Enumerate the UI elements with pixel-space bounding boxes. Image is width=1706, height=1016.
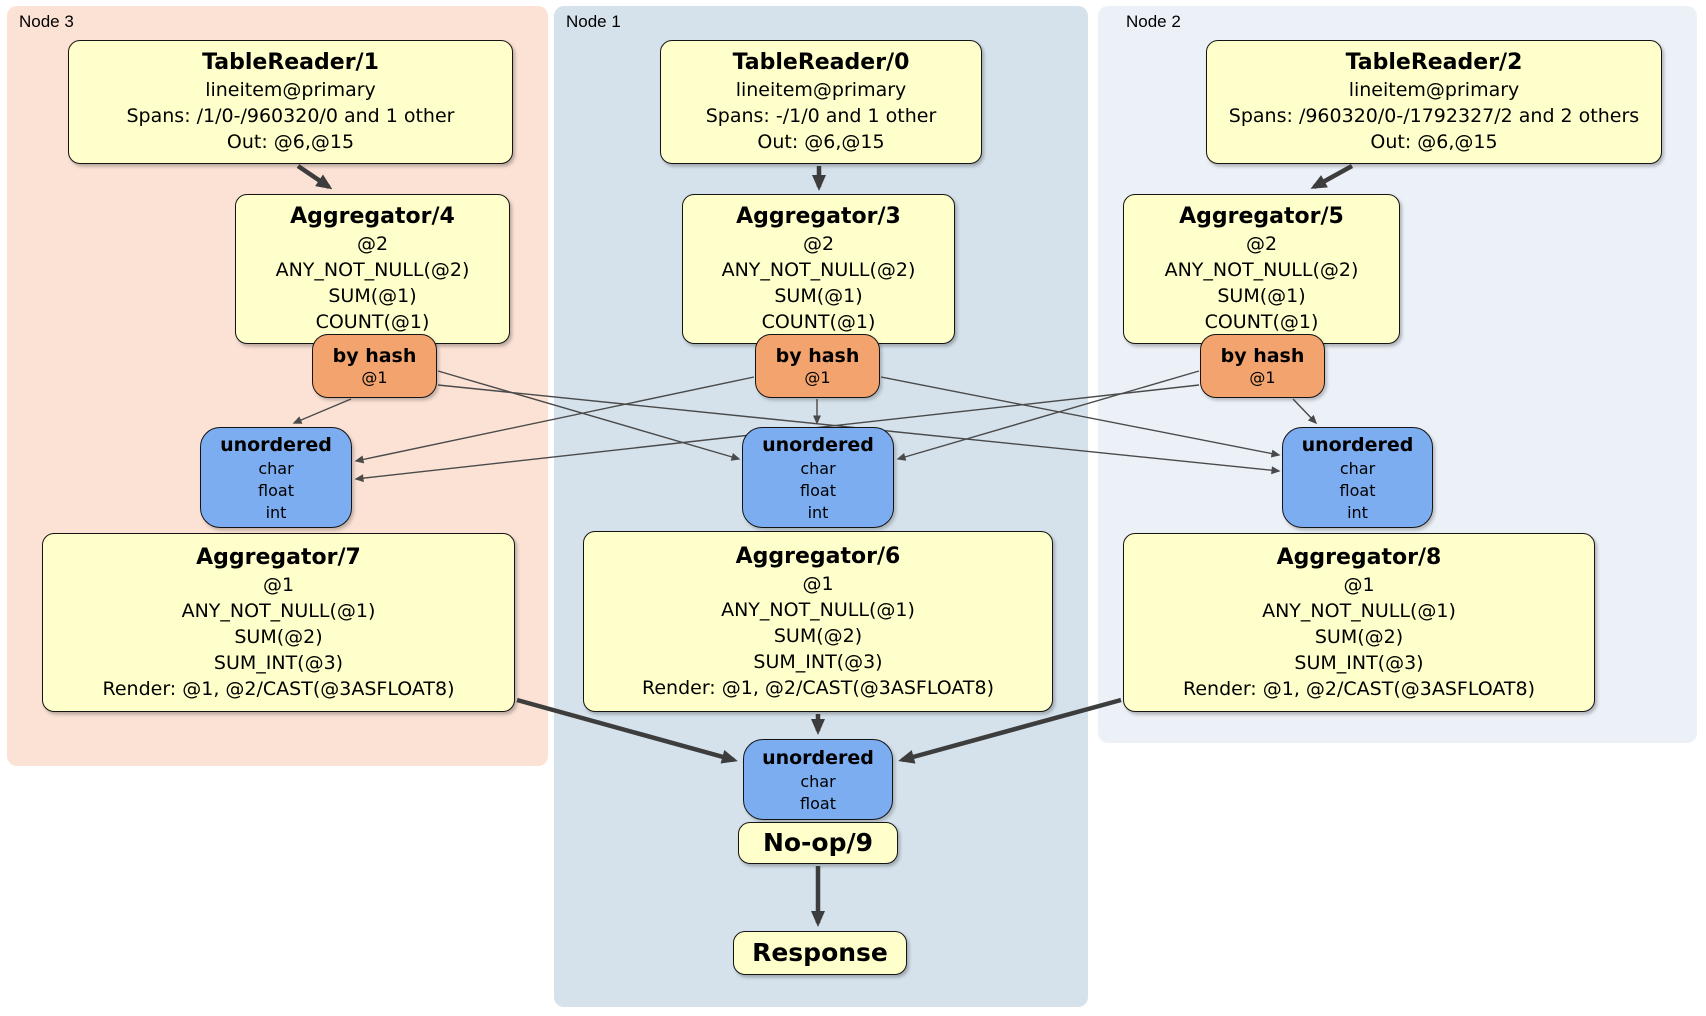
panel-node3-label: Node 3 — [19, 12, 74, 31]
node-title: Aggregator/6 — [735, 543, 901, 569]
node-title: Aggregator/4 — [290, 204, 455, 229]
edge-hash2-un2 — [1292, 398, 1318, 425]
panel-node2-label: Node 2 — [1126, 12, 1181, 31]
node-aggregator-6: Aggregator/6 @1 ANY_NOT_NULL(@1) SUM(@2)… — [583, 531, 1053, 712]
node-title: Aggregator/7 — [196, 544, 361, 570]
sync-title: unordered — [1301, 433, 1414, 456]
node-title: Aggregator/5 — [1179, 204, 1344, 229]
node-aggregator-7: Aggregator/7 @1 ANY_NOT_NULL(@1) SUM(@2)… — [42, 533, 515, 712]
router-by-hash-node3: by hash @1 — [312, 334, 437, 398]
node-title: TableReader/0 — [732, 50, 910, 75]
node-aggregator-8: Aggregator/8 @1 ANY_NOT_NULL(@1) SUM(@2)… — [1123, 533, 1595, 712]
node-tablereader-0: TableReader/0 lineitem@primary Spans: -/… — [660, 40, 982, 164]
edge-agg7-unf — [516, 697, 738, 764]
node-title: Aggregator/3 — [736, 204, 901, 229]
router-title: by hash — [1220, 345, 1305, 367]
router-by-hash-node1: by hash @1 — [755, 334, 880, 398]
edge-hash1-un2 — [880, 376, 1281, 458]
edge-hash3-un3 — [292, 398, 352, 424]
node-title: Aggregator/8 — [1276, 544, 1442, 570]
edge-tr2-agg5 — [1310, 164, 1354, 189]
node-aggregator-4: Aggregator/4 @2 ANY_NOT_NULL(@2) SUM(@1)… — [235, 194, 510, 344]
edge-hash3-un1 — [437, 370, 741, 461]
node-response: Response — [733, 931, 907, 975]
edge-tr1-agg4 — [296, 164, 333, 190]
router-title: by hash — [332, 345, 417, 367]
sync-title: unordered — [762, 433, 874, 456]
node-title: Response — [752, 938, 888, 967]
node-title: No-op/9 — [762, 828, 874, 857]
sync-title: unordered — [762, 746, 874, 769]
node-aggregator-5: Aggregator/5 @2 ANY_NOT_NULL(@2) SUM(@1)… — [1123, 194, 1400, 344]
sync-unordered-final: unordered char float — [743, 739, 893, 820]
sync-unordered-node1: unordered char float int — [742, 427, 894, 528]
edge-hash1-un3 — [354, 376, 755, 464]
sync-unordered-node2: unordered char float int — [1282, 427, 1433, 528]
node-tablereader-1: TableReader/1 lineitem@primary Spans: /1… — [68, 40, 513, 164]
sync-unordered-node3: unordered char float int — [200, 427, 352, 528]
router-by-hash-node2: by hash @1 — [1200, 334, 1325, 398]
router-title: by hash — [775, 345, 860, 367]
node-no-op-9: No-op/9 — [738, 822, 898, 864]
node-aggregator-3: Aggregator/3 @2 ANY_NOT_NULL(@2) SUM(@1)… — [682, 194, 955, 344]
node-tablereader-2: TableReader/2 lineitem@primary Spans: /9… — [1206, 40, 1662, 164]
node-title: TableReader/2 — [1345, 50, 1523, 75]
sync-title: unordered — [220, 433, 332, 456]
node-title: TableReader/1 — [202, 50, 379, 75]
panel-node1-label: Node 1 — [566, 12, 621, 31]
edge-agg8-unf — [898, 697, 1122, 764]
edge-hash2-un1 — [896, 370, 1200, 461]
